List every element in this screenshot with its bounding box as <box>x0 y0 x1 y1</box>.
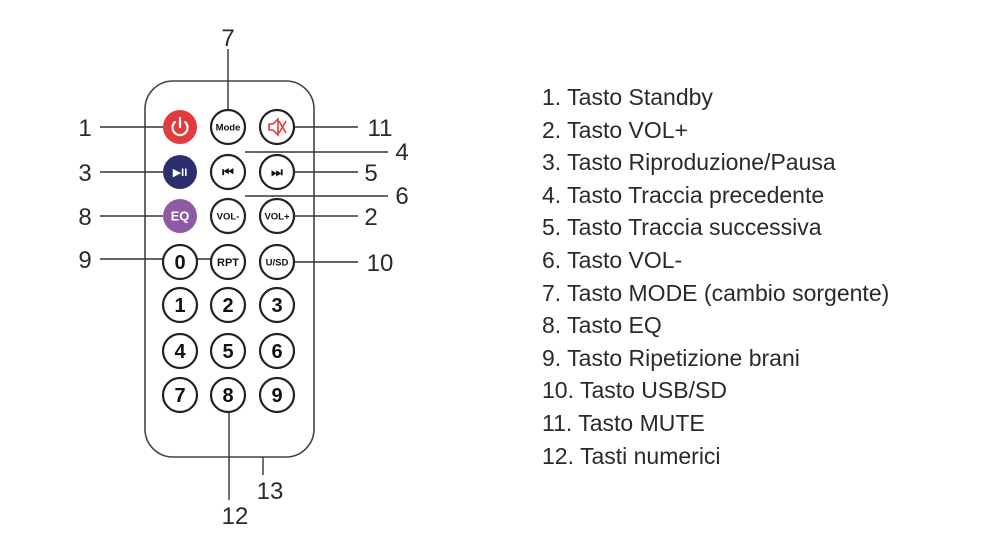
legend-item: 10. Tasto USB/SD <box>542 377 727 404</box>
legend-item: 9. Tasto Ripetizione brani <box>542 344 800 371</box>
num-6-button[interactable]: 6 <box>258 332 296 370</box>
mute-icon <box>268 117 287 137</box>
callout-number-rpt: 9 <box>78 247 91 274</box>
legend-item: 1. Tasto Standby <box>542 84 713 110</box>
callout-number-vol-minus: 6 <box>395 183 408 210</box>
legend-item: 8. Tasto EQ <box>542 312 662 339</box>
vol-minus-label: VOL- <box>217 211 240 222</box>
mode-label: Mode <box>216 122 241 133</box>
num-5-button[interactable]: 5 <box>209 332 247 370</box>
rpt-label: RPT <box>217 257 239 269</box>
num-7-button[interactable]: 7 <box>161 376 199 414</box>
num-4-button[interactable]: 4 <box>161 332 199 370</box>
num-4-label: 4 <box>174 341 186 363</box>
legend-item: 4. Tasto Traccia precedente <box>542 181 825 208</box>
eq-button[interactable]: EQ <box>163 199 197 233</box>
callout-number-next: 5 <box>364 160 377 187</box>
legend-list: 1. Tasto Standby 2. Tasto VOL+ 3. Tasto Ri… <box>542 81 889 472</box>
callout-number-remote-body: 13 <box>257 478 284 505</box>
num-1-label: 1 <box>174 295 185 317</box>
num-1-button[interactable]: 1 <box>161 286 199 324</box>
callout-number-vol-plus: 2 <box>364 204 377 231</box>
num-3-button[interactable]: 3 <box>258 286 296 324</box>
num-6-label: 6 <box>271 341 282 363</box>
eq-label: EQ <box>171 209 190 224</box>
callout-number-mute: 11 <box>368 115 393 142</box>
vol-plus-button[interactable]: VOL+ <box>258 197 296 235</box>
legend-item: 6. Tasto VOL- <box>542 246 683 273</box>
legend-item: 5. Tasto Traccia successiva <box>542 214 822 241</box>
vol-minus-button[interactable]: VOL- <box>209 197 247 235</box>
remote-buttons: Mode ▶II ⏮ ⏭ EQ VOL- VOL+ 0 RPT U/SD 1 2 3 4 5 6 7 8 9 <box>161 108 296 414</box>
callout-number-mode: 7 <box>221 25 234 52</box>
num-2-button[interactable]: 2 <box>209 286 247 324</box>
num-9-label: 9 <box>271 385 282 407</box>
callout-number-eq: 8 <box>78 204 91 231</box>
play-pause-label: ▶II <box>173 167 188 179</box>
legend-item: 11. Tasto MUTE <box>542 409 705 436</box>
power-icon <box>171 116 189 137</box>
num-9-button[interactable]: 9 <box>258 376 296 414</box>
usd-label: U/SD <box>266 257 289 268</box>
usd-button[interactable]: U/SD <box>258 243 296 281</box>
rpt-button[interactable]: RPT <box>209 243 247 281</box>
power-button[interactable] <box>163 110 197 144</box>
callout-number-power: 1 <box>78 115 91 142</box>
num-2-label: 2 <box>222 295 233 317</box>
prev-label: ⏮ <box>222 165 234 180</box>
next-button[interactable]: ⏭ <box>258 153 296 191</box>
num-0-label: 0 <box>174 252 185 274</box>
mode-button[interactable]: Mode <box>209 108 247 146</box>
callout-number-play-pause: 3 <box>78 160 91 187</box>
legend-item: 2. Tasto VOL+ <box>542 116 688 143</box>
num-3-label: 3 <box>271 295 282 317</box>
callout-number-usd: 10 <box>367 250 394 277</box>
mute-button[interactable] <box>258 108 296 146</box>
num-5-label: 5 <box>222 341 233 363</box>
legend-item: 7. Tasto MODE (cambio sorgente) <box>542 279 890 306</box>
callout-number-prev: 4 <box>395 139 408 166</box>
num-8-label: 8 <box>222 385 233 407</box>
callout-number-num-8: 12 <box>222 503 249 530</box>
legend-item: 12. Tasti numerici <box>542 442 721 469</box>
vol-plus-label: VOL+ <box>264 211 290 222</box>
num-8-button[interactable]: 8 <box>209 376 247 414</box>
prev-button[interactable]: ⏮ <box>209 153 247 191</box>
play-pause-button[interactable]: ▶II <box>163 155 197 189</box>
next-label: ⏭ <box>271 165 283 180</box>
legend-item: 3. Tasto Riproduzione/Pausa <box>542 149 836 176</box>
num-0-button[interactable]: 0 <box>161 243 199 281</box>
num-7-label: 7 <box>174 385 185 407</box>
